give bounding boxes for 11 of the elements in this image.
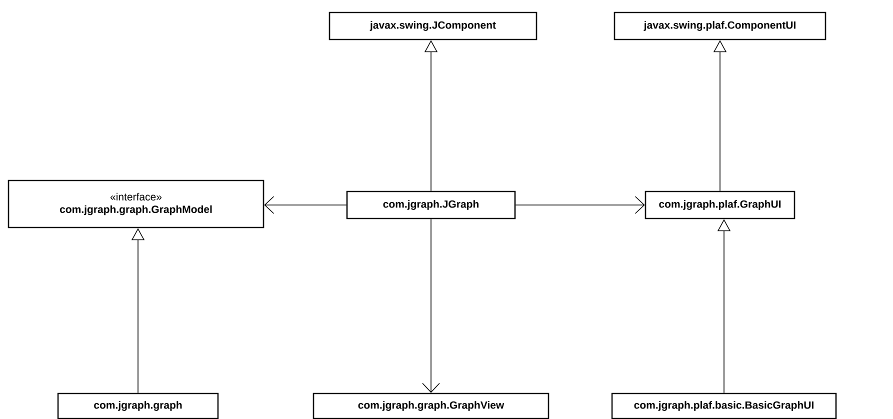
class-box: javax.swing.JComponent: [328, 12, 538, 40]
class-box: com.jgraph.plaf.basic.BasicGraphUI: [611, 392, 837, 419]
class-box: javax.swing.plaf.ComponentUI: [614, 12, 826, 40]
association-arrow: [515, 196, 645, 214]
interface-box: «interface» com.jgraph.graph.GraphModel: [8, 180, 264, 228]
association-arrow: [264, 196, 347, 214]
class-box: com.jgraph.graph: [57, 392, 219, 419]
class-box: com.jgraph.graph.GraphView: [312, 392, 550, 419]
association-arrow: [422, 218, 440, 393]
class-box: com.jgraph.plaf.GraphUI: [644, 190, 796, 220]
class-box: com.jgraph.JGraph: [346, 190, 516, 220]
